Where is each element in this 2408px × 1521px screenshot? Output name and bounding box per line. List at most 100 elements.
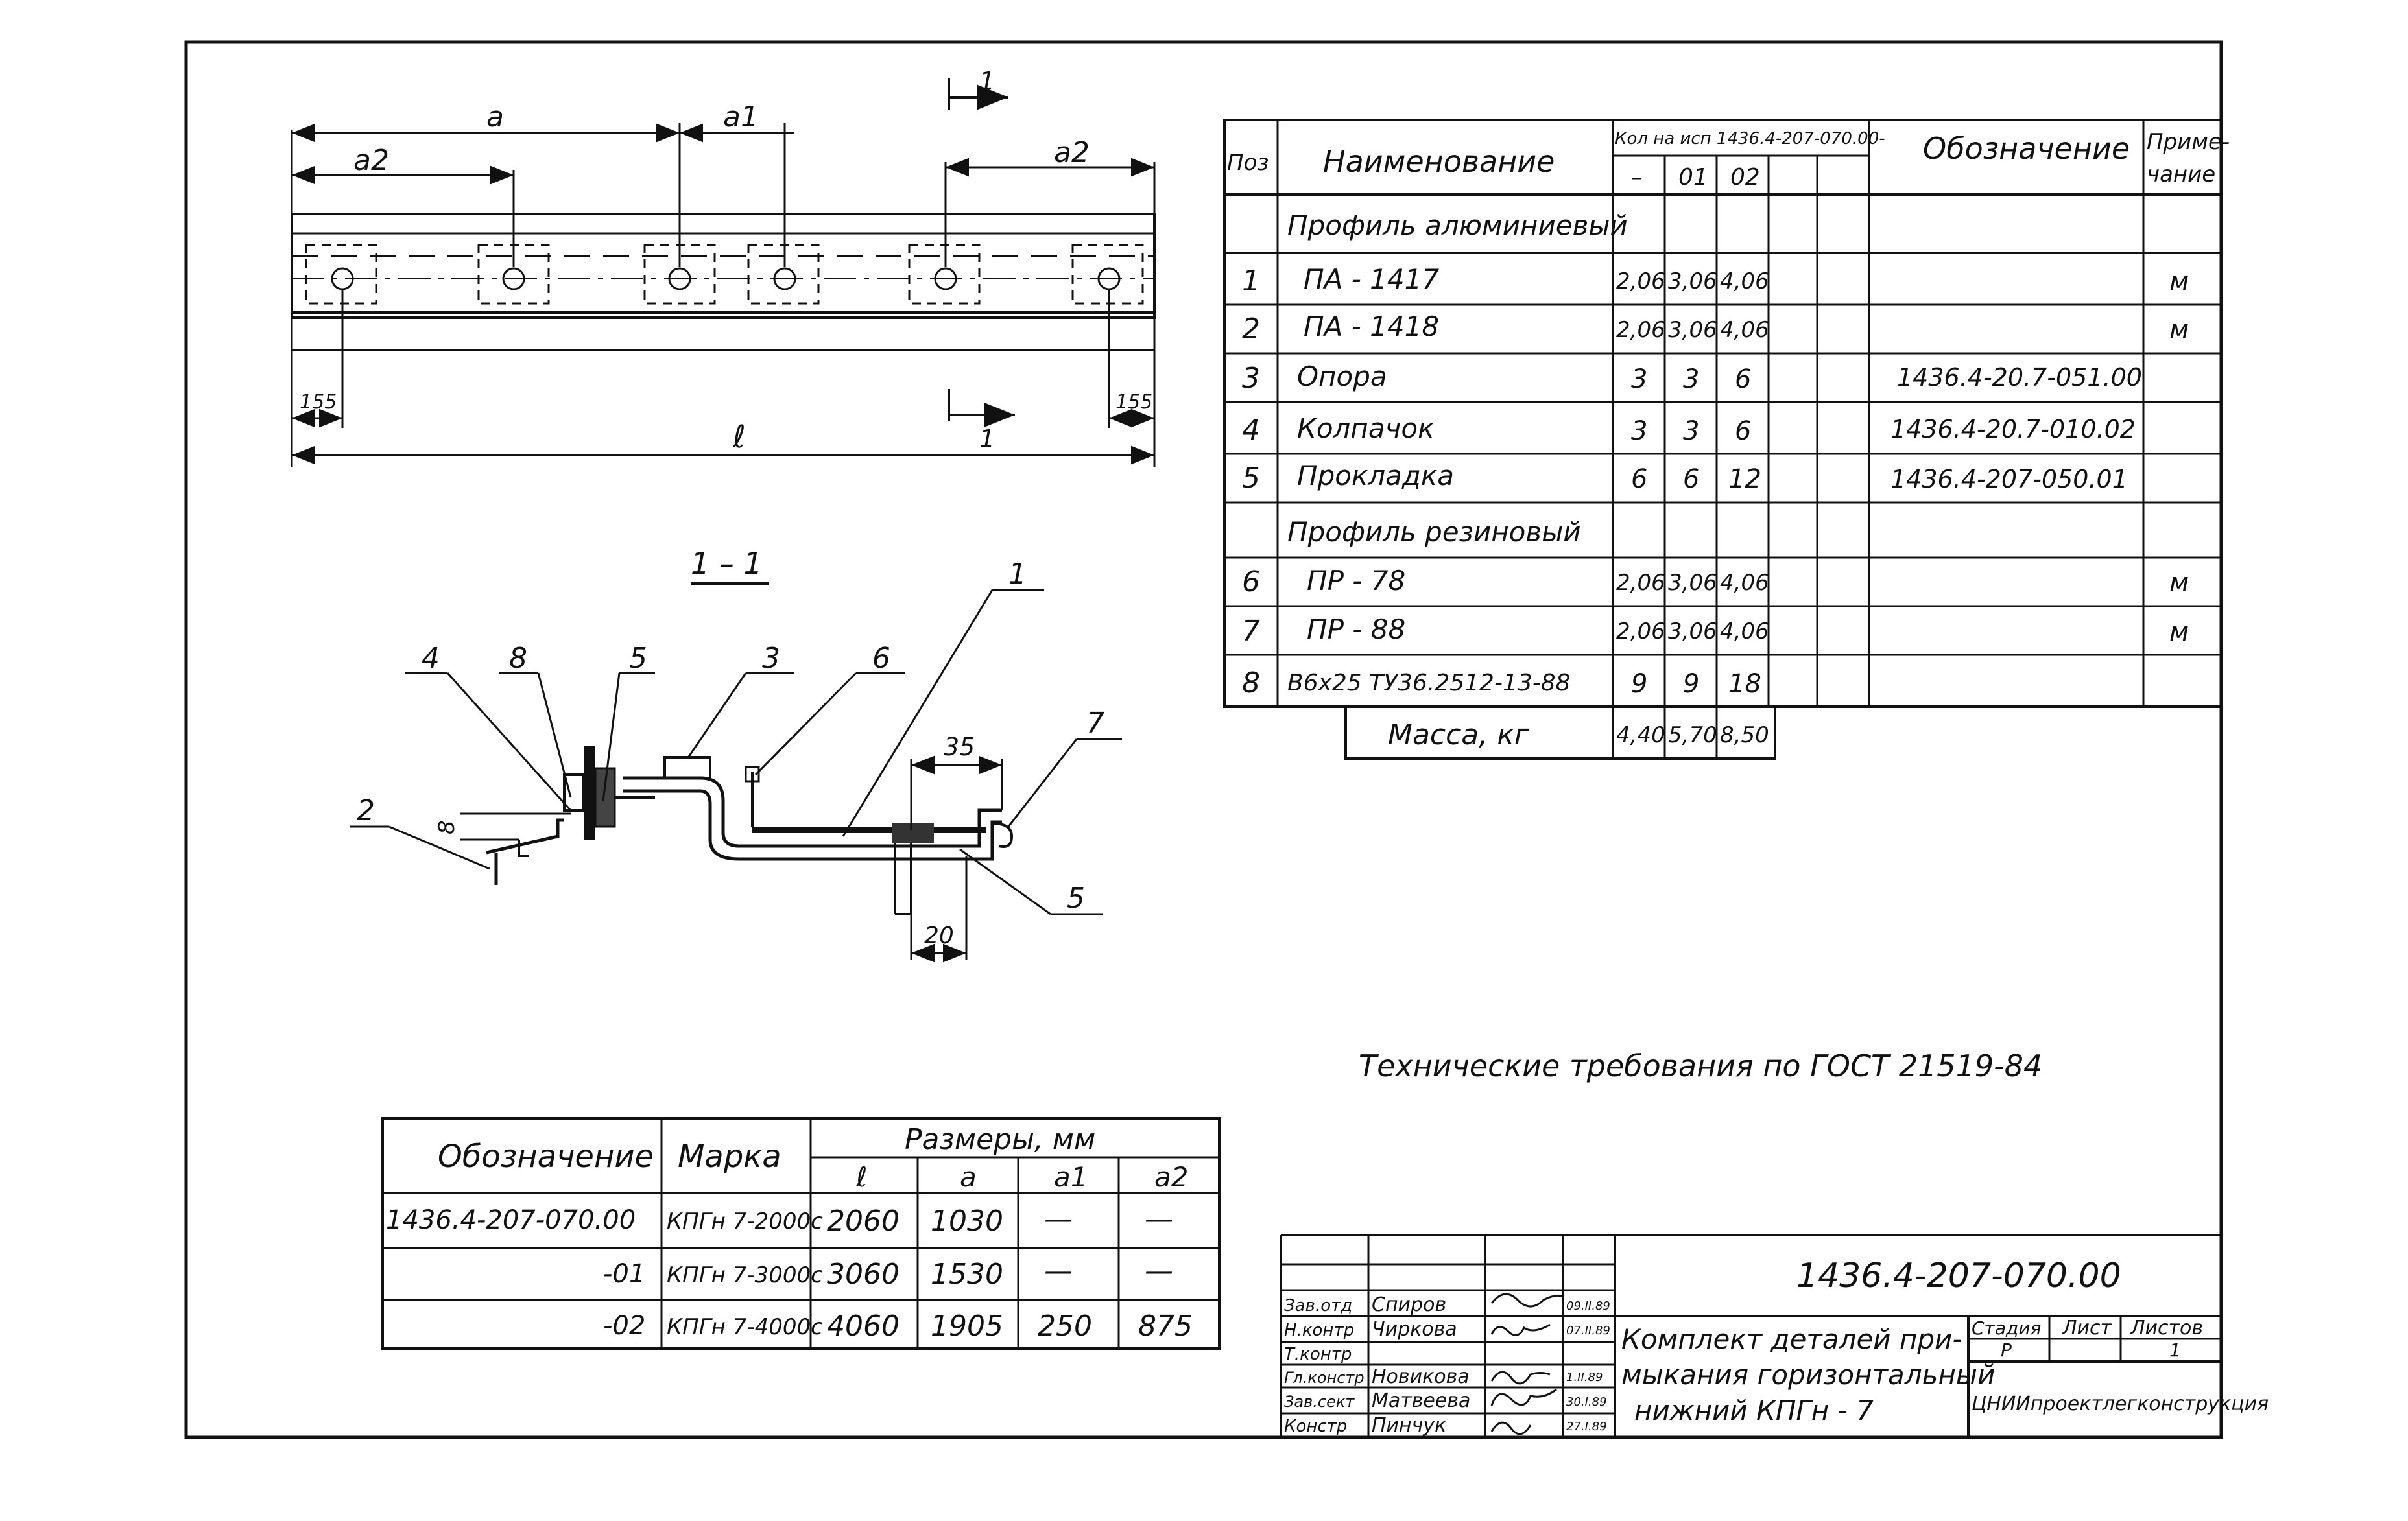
spec-row-7-q0: 2,06 — [1616, 570, 1665, 596]
size-row-1-a: 1530 — [931, 1258, 1003, 1291]
size-header-mark: Марка — [678, 1138, 781, 1175]
dim-155-right: 155 — [1115, 391, 1152, 414]
signer-3-role: Гл.констр — [1284, 1369, 1365, 1387]
signer-5-role: Констр — [1284, 1417, 1347, 1436]
spec-row-7-q1: 3,06 — [1668, 570, 1717, 596]
spec-row-5-q0: 6 — [1631, 464, 1647, 494]
spec-row-3-q2: 6 — [1735, 364, 1751, 394]
dim-155-left: 155 — [300, 391, 337, 414]
signer-1-name: Чиркова — [1372, 1318, 1457, 1341]
title-block — [1280, 1234, 2221, 1437]
dim-l-label: ℓ — [732, 419, 746, 455]
callout-4: 4 — [422, 642, 440, 675]
spec-row-2-q0: 2,06 — [1616, 317, 1665, 343]
mass-label: Масса, кг — [1388, 718, 1530, 751]
title-line-1: Комплект деталей при- — [1621, 1323, 1962, 1355]
stage-label: Стадия — [1972, 1317, 2041, 1339]
size-sub-a1: a1 — [1054, 1161, 1088, 1193]
spec-row-4-q0: 3 — [1631, 416, 1647, 446]
size-row-1-a2: — — [1145, 1255, 1173, 1288]
spec-header-note-2: чание — [2147, 161, 2215, 187]
mass-q1: 5,70 — [1668, 722, 1717, 748]
doc-number: 1436.4-207-070.00 — [1796, 1256, 2121, 1295]
size-row-0-des: 1436.4-207-070.00 — [386, 1205, 636, 1235]
spec-row-5-pos: 5 — [1242, 462, 1260, 495]
spec-row-8-q1: 3,06 — [1668, 619, 1717, 644]
spec-row-4-q2: 6 — [1735, 416, 1751, 446]
section-mark-top: 1 — [979, 67, 995, 95]
org-name: ЦНИИпроектлегконструкция — [1972, 1393, 2269, 1415]
spec-row-3-pos: 3 — [1242, 362, 1260, 395]
size-header-designation: Обозначение — [438, 1138, 654, 1175]
signer-1-role: Н.контр — [1284, 1321, 1354, 1340]
spec-row-8-note: м — [2169, 617, 2189, 647]
spec-row-7-q2: 4,06 — [1720, 570, 1769, 596]
spec-header-qty-0: – — [1631, 164, 1643, 191]
spec-row-7-note: м — [2169, 568, 2189, 598]
spec-row-9-q0: 9 — [1631, 669, 1647, 699]
spec-row-0-name: Профиль алюминиевый — [1287, 209, 1628, 241]
spec-row-8-pos: 7 — [1242, 615, 1260, 648]
spec-row-1-note: м — [2169, 267, 2189, 297]
spec-row-2-pos: 2 — [1242, 312, 1260, 346]
spec-header-qty-1: 01 — [1678, 164, 1708, 191]
spec-row-4-q1: 3 — [1683, 416, 1699, 446]
size-header-sizes: Размеры, мм — [905, 1123, 1095, 1156]
spec-header-designation: Обозначение — [1923, 131, 2130, 166]
dim-8: 8 — [434, 820, 460, 834]
spec-row-2-note: м — [2169, 315, 2189, 345]
callout-1: 1 — [1008, 558, 1027, 591]
spec-row-2-q1: 3,06 — [1668, 317, 1717, 343]
callout-6: 6 — [872, 642, 890, 675]
section-mark-bottom: 1 — [979, 425, 995, 453]
signer-4-date: 30.I.89 — [1566, 1395, 1607, 1409]
tech-requirements: Технические требования по ГОСТ 21519-84 — [1359, 1048, 2042, 1083]
callout-3: 3 — [762, 642, 780, 675]
spec-row-3-des: 1436.4-20.7-051.00 — [1897, 363, 2142, 392]
spec-row-5-des: 1436.4-207-050.01 — [1890, 465, 2128, 493]
size-row-0-a: 1030 — [931, 1205, 1003, 1238]
sheet-frame — [184, 40, 2223, 1439]
signer-0-date: 09.II.89 — [1566, 1299, 1610, 1313]
spec-row-9-q2: 18 — [1728, 669, 1761, 699]
size-row-0-l: 2060 — [827, 1205, 900, 1238]
size-row-0-a1: — — [1044, 1203, 1073, 1236]
size-table-text: Обозначение Марка Размеры, мм ℓ a a1 a2 … — [386, 1123, 1193, 1343]
size-row-2-a2: 875 — [1138, 1310, 1193, 1343]
signer-3-date: 1.II.89 — [1566, 1371, 1603, 1384]
size-row-0-a2: — — [1145, 1203, 1173, 1236]
size-row-1-mark: КПГн 7-3000с — [667, 1262, 823, 1288]
dim-a-label: a — [486, 100, 504, 134]
size-row-2-des: -02 — [603, 1311, 645, 1341]
size-row-2-mark: КПГн 7-4000с — [667, 1314, 823, 1340]
spec-header-qty: Кол на исп 1436.4-207-070.00- — [1615, 129, 1885, 148]
signer-3-name: Новикова — [1372, 1365, 1470, 1388]
signer-4-name: Матвеева — [1372, 1389, 1470, 1412]
spec-header-qty-2: 02 — [1730, 164, 1760, 191]
spec-row-9-q1: 9 — [1683, 669, 1699, 699]
dim-20: 20 — [924, 923, 954, 949]
spec-row-8-q2: 4,06 — [1720, 619, 1769, 644]
section-title: 1 – 1 — [691, 546, 763, 581]
spec-row-2-q2: 4,06 — [1720, 317, 1769, 343]
spec-row-9-pos: 8 — [1242, 666, 1260, 700]
spec-row-7-pos: 6 — [1242, 565, 1260, 598]
spec-header-note-1: Приме- — [2147, 129, 2230, 155]
signer-0-role: Зав.отд — [1284, 1296, 1352, 1315]
section-view: 1 – 1 — [350, 546, 1122, 963]
spec-row-7-name: ПР - 78 — [1307, 565, 1405, 596]
dim-a2-left-label: a2 — [353, 144, 389, 177]
spec-row-8-name: ПР - 88 — [1307, 613, 1405, 645]
callout-8: 8 — [509, 642, 527, 675]
signer-5-date: 27.I.89 — [1566, 1420, 1607, 1433]
signer-2-role: Т.контр — [1284, 1345, 1352, 1364]
plan-view: a a1 a2 a2 1 1 155 155 ℓ — [291, 67, 1156, 467]
dim-a2-right-label: a2 — [1054, 136, 1090, 169]
size-row-1-l: 3060 — [827, 1258, 900, 1291]
spec-row-1-name: ПА - 1417 — [1304, 263, 1439, 295]
spec-row-1-q2: 4,06 — [1720, 268, 1769, 294]
sheets-label: Листов — [2130, 1317, 2203, 1339]
spec-row-8-q0: 2,06 — [1616, 619, 1665, 644]
spec-row-1-q1: 3,06 — [1668, 268, 1717, 294]
